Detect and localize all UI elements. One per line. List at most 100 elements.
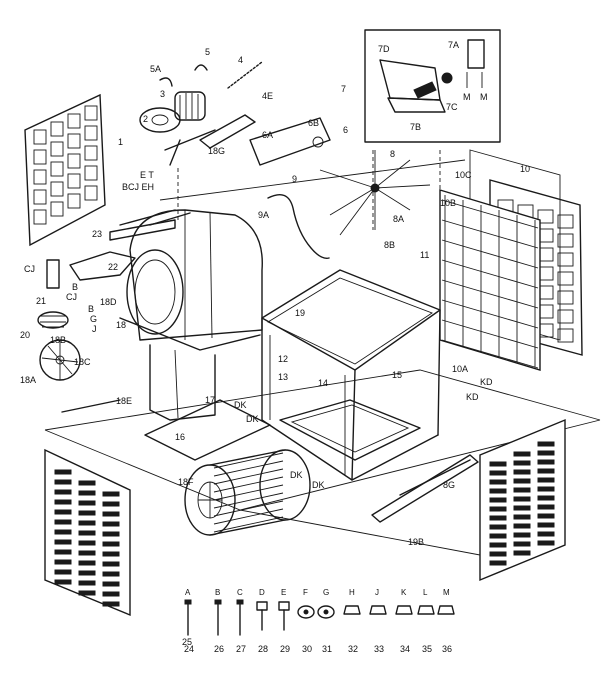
filter-wire [441,299,539,329]
louver-slot [489,515,507,521]
wheel-blade [213,452,284,469]
panel-cell [84,185,98,201]
washer [297,605,315,619]
louver-slot [102,541,120,547]
hardware-item-e: E29 [278,588,290,654]
filter-wire [441,199,539,229]
louver-slot [489,488,507,494]
panel-cell [67,173,81,189]
panel-cell [557,214,574,229]
louver-slot [102,561,120,567]
hardware-number: 33 [374,644,384,654]
louver-slot [537,486,555,492]
label-18d: 18D [100,297,117,307]
panel-cell [67,113,81,129]
label-7d: 7D [378,44,390,54]
label-5: 5 [205,47,210,57]
label-8a: 8A [393,214,404,224]
louver-slot [489,497,507,503]
louver-slot [489,479,507,485]
label-18e: 18E [116,396,132,406]
label-6b: 6B [308,118,319,128]
wheel-blade [213,516,284,533]
louver-slot [489,461,507,467]
hardware-number: 36 [442,644,452,654]
filter-wire [441,219,539,249]
panel-cell [84,125,98,141]
nut [369,605,387,615]
louver-slot [537,522,555,528]
louver-slot [513,514,531,520]
label-8g: 8G [443,480,455,490]
louver-slot [537,459,555,465]
hardware-item-h: H32 [343,588,361,654]
label-12: 12 [278,354,288,364]
hardware-item-m: M36 [437,588,455,654]
label-b1: B [72,282,78,292]
hardware-letter: L [423,588,428,597]
louver-slot [78,550,96,556]
hardware-item-b: B 26 [214,588,224,654]
hardware-letter: F [303,588,308,597]
washer [317,605,335,619]
hardware-letter: B [215,588,220,597]
louver-slot [537,441,555,447]
label-b2: B [88,304,94,314]
louver-slot [102,591,120,597]
louver-slot [54,509,72,515]
hardware-letter: G [323,588,329,597]
wheel-blade [213,500,284,517]
louver-slot [513,541,531,547]
louver-slot [54,539,72,545]
panel-cell [557,290,574,305]
hardware-item-l: L35 [417,588,435,654]
hardware-letter: A [185,588,191,597]
louver-slot [489,470,507,476]
filter-wire [441,259,539,289]
label-8b: 8B [384,240,395,250]
label-4e: 4E [262,91,273,101]
hardware-number: 29 [280,644,290,654]
floor-plate [144,399,271,461]
nut [343,605,361,615]
panel-cell [67,133,81,149]
panel-cell [33,189,47,205]
louver-slot [102,551,120,557]
panel-cell [557,328,574,343]
label-21: 21 [36,296,46,306]
panel-cell [67,193,81,209]
hardware-number: 26 [214,644,224,654]
motor-mount-6 [249,117,331,166]
louver-slot [513,460,531,466]
louver-slot [489,533,507,539]
louver-slot [537,450,555,456]
louver-slot [513,487,531,493]
louver-slot [54,529,72,535]
panel-cell [33,209,47,225]
nut [395,605,413,615]
filter-wire [441,339,539,369]
wheel-blade [213,468,284,485]
bolt-head [256,601,268,611]
label-18b: 18B [50,335,66,345]
label-18f: 18F [178,477,194,487]
front-right-panel [479,418,566,582]
louver-slot [78,490,96,496]
louver-slot [489,560,507,566]
label-25: 25 [182,637,192,647]
hardware-letter: C [237,588,243,597]
panel-cell [84,145,98,161]
louver-slot [489,506,507,512]
hardware-letter: J [375,588,379,597]
panel-cell [33,149,47,165]
louver-slot [489,524,507,530]
label-j1: J [92,324,97,334]
louver-slot [513,505,531,511]
bolt-head [278,601,290,611]
hardware-number: 28 [258,644,268,654]
louver-slot [537,495,555,501]
wheel-blade [213,508,284,525]
washer-hole [323,609,329,615]
